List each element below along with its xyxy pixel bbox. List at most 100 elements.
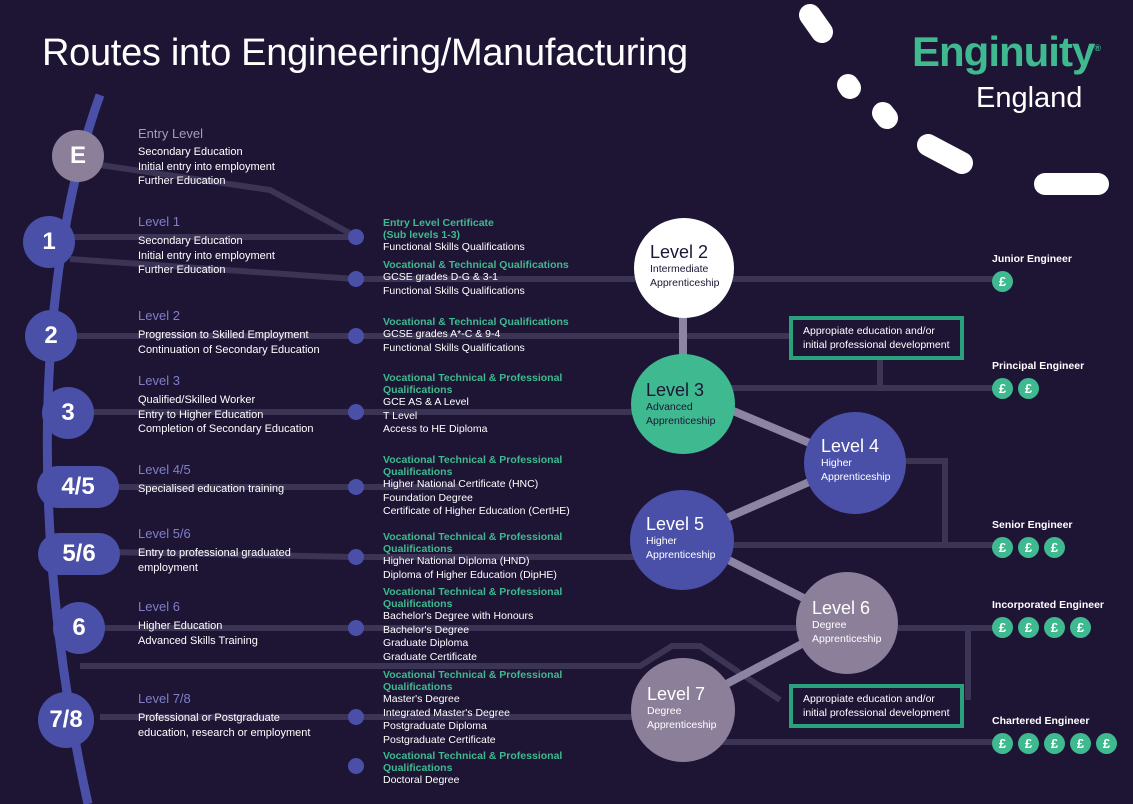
pound-coin-icon: £ xyxy=(1018,378,1039,399)
career-incorporated-engineer: Incorporated Engineer ££££ xyxy=(992,599,1104,639)
level-badge-6: 6 xyxy=(53,602,105,654)
apprenticeship-level-3: Level 3 Advanced Apprenticeship xyxy=(631,354,735,454)
qual-heading: Entry Level Certificate xyxy=(383,217,494,229)
qual-heading: Qualifications xyxy=(383,598,453,610)
apprenticeship-sub: Advanced xyxy=(646,401,693,413)
pound-coin-icon: £ xyxy=(992,537,1013,558)
level-badge-2: 2 xyxy=(25,310,77,362)
qual-line: Functional Skills Qualifications xyxy=(383,284,525,297)
qual-dot xyxy=(348,709,364,725)
apprenticeship-title: Level 6 xyxy=(812,598,871,618)
apprenticeship-level-6: Level 6 Degree Apprenticeship xyxy=(796,572,898,674)
career-title: Senior Engineer xyxy=(992,519,1073,531)
apprenticeship-sub: Intermediate xyxy=(650,263,709,275)
level-text-2: Level 2 Progression to Skilled Employmen… xyxy=(138,308,320,357)
box-line: Appropiate education and/or xyxy=(803,693,935,705)
qual-heading: Vocational Technical & Professional xyxy=(383,750,563,762)
level-line: Secondary Education xyxy=(138,146,243,158)
career-principal-engineer: Principal Engineer ££ xyxy=(992,360,1084,400)
apprenticeship-sub: Apprenticeship xyxy=(647,719,717,731)
pound-row: ££££ xyxy=(992,617,1104,639)
qual-line: Certificate of Higher Education (CertHE) xyxy=(383,505,570,517)
level-text-7-8: Level 7/8 Professional or Postgraduate e… xyxy=(138,691,310,740)
qual-heading: Qualifications xyxy=(383,466,453,478)
level-badge-label: 3 xyxy=(61,399,75,426)
qual-level-4-5: Vocational Technical & Professional Qual… xyxy=(383,454,570,519)
qual-level-3: Vocational Technical & Professional Qual… xyxy=(383,372,562,437)
level-heading: Level 3 xyxy=(138,373,180,388)
level-badge-label: 6 xyxy=(72,614,86,641)
qual-line: Graduate Diploma xyxy=(383,637,469,649)
level-line: Secondary Education xyxy=(138,235,243,247)
qual-level-2: Vocational & Technical Qualifications GC… xyxy=(383,316,569,355)
brand-text: Enginuity xyxy=(912,28,1095,75)
qual-line: Bachelor's Degree with Honours xyxy=(383,610,534,622)
level-badge-5-6: 5/6 xyxy=(38,533,120,575)
level-line: Progression to Skilled Employment xyxy=(138,329,309,341)
level-line: Completion of Secondary Education xyxy=(138,423,314,435)
level-badge-3: 3 xyxy=(42,387,94,439)
qual-heading: Vocational Technical & Professional xyxy=(383,586,563,598)
level-line: Further Education xyxy=(138,264,226,276)
career-title: Chartered Engineer xyxy=(992,715,1090,727)
qual-heading: Qualifications xyxy=(383,543,453,555)
qual-heading: Qualifications xyxy=(383,681,453,693)
level-text-4-5: Level 4/5 Specialised education training xyxy=(138,462,284,497)
level-badge-entry: E xyxy=(52,130,104,182)
apprenticeship-sub: Apprenticeship xyxy=(650,277,720,289)
pound-row: £££££ xyxy=(992,733,1122,755)
level-text-6: Level 6 Higher Education Advanced Skills… xyxy=(138,599,258,648)
qual-dot xyxy=(348,549,364,565)
qual-dot xyxy=(348,271,364,287)
pound-coin-icon: £ xyxy=(1044,733,1065,754)
qual-line: Diploma of Higher Education (DipHE) xyxy=(383,568,557,581)
qual-line: Bachelor's Degree xyxy=(383,623,470,636)
level-line: Continuation of Secondary Education xyxy=(138,343,320,356)
box-line: initial professional development xyxy=(803,339,950,351)
apprenticeship-sub: Apprenticeship xyxy=(646,415,716,427)
level-heading: Level 6 xyxy=(138,599,180,614)
level-heading: Level 5/6 xyxy=(138,526,191,541)
apprenticeship-level-2: Level 2 Intermediate Apprenticeship xyxy=(634,218,734,318)
apprenticeship-sub: Apprenticeship xyxy=(812,633,882,645)
level-line: Qualified/Skilled Worker xyxy=(138,394,256,406)
apprenticeship-sub: Higher xyxy=(646,535,677,547)
apprenticeship-level-7: Level 7 Degree Apprenticeship xyxy=(631,658,735,762)
apprenticeship-level-4: Level 4 Higher Apprenticeship xyxy=(804,412,906,514)
box-line: initial professional development xyxy=(803,707,950,719)
development-box-lower: Appropiate education and/or initial prof… xyxy=(789,684,964,728)
apprenticeship-title: Level 7 xyxy=(647,684,706,704)
qual-heading: Vocational Technical & Professional xyxy=(383,454,563,466)
apprenticeship-sub: Degree xyxy=(647,705,682,717)
country-label: England xyxy=(976,82,1083,114)
qual-line: Higher National Certificate (HNC) xyxy=(383,478,539,490)
qual-level-6: Vocational Technical & Professional Qual… xyxy=(383,586,562,664)
qual-line: Doctoral Degree xyxy=(383,774,460,786)
qual-line: T Level xyxy=(383,409,418,422)
apprenticeship-sub: Apprenticeship xyxy=(821,471,891,483)
qual-dot xyxy=(348,479,364,495)
qual-line: Higher National Diploma (HND) xyxy=(383,555,530,567)
qual-heading: Vocational & Technical Qualifications xyxy=(383,259,569,271)
level-line: Professional or Postgraduate xyxy=(138,712,280,724)
level-text-5-6: Level 5/6 Entry to professional graduate… xyxy=(138,526,291,575)
qual-line: GCSE grades D-G & 3-1 xyxy=(383,271,498,283)
qual-heading: Vocational Technical & Professional xyxy=(383,669,563,681)
qual-level-1: Vocational & Technical Qualifications GC… xyxy=(383,259,569,298)
box-line: Appropiate education and/or xyxy=(803,325,935,337)
level-heading: Level 4/5 xyxy=(138,462,191,477)
qual-line: Access to HE Diploma xyxy=(383,423,488,435)
qual-line: Postgraduate Diploma xyxy=(383,720,487,732)
level-line: Initial entry into employment xyxy=(138,249,275,262)
level-heading: Entry Level xyxy=(138,126,204,141)
qual-heading: Qualifications xyxy=(383,384,453,396)
career-title: Principal Engineer xyxy=(992,360,1085,372)
qual-line: Functional Skills Qualifications xyxy=(383,241,525,253)
level-heading: Level 2 xyxy=(138,308,180,323)
qual-level-5-6: Vocational Technical & Professional Qual… xyxy=(383,531,562,582)
development-box-upper: Appropiate education and/or initial prof… xyxy=(789,316,964,360)
qual-line: GCE AS & A Level xyxy=(383,396,469,408)
career-junior-engineer: Junior Engineer £ xyxy=(992,253,1072,293)
pound-coin-icon: £ xyxy=(1070,617,1091,638)
